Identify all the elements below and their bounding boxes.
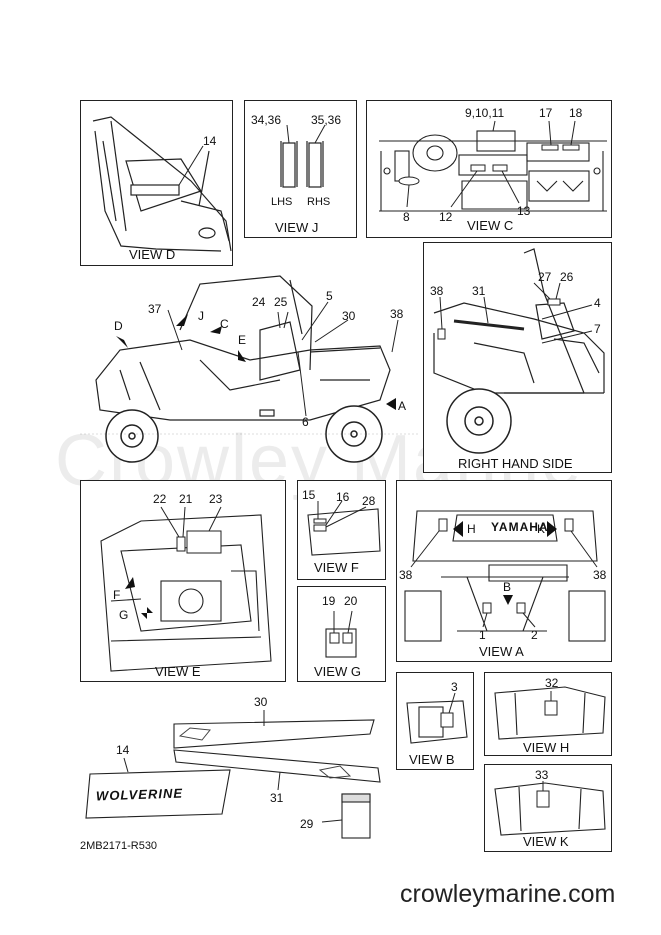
view-j-title: VIEW J — [275, 220, 319, 235]
view-letter-d: D — [114, 319, 123, 333]
view-h-panel: 32 VIEW H — [484, 672, 612, 756]
view-c-illustration — [379, 120, 607, 212]
callout-14: 14 — [203, 134, 217, 148]
vehicle-illustration — [80, 275, 420, 463]
view-b-illustration — [406, 692, 468, 744]
callout-22: 22 — [153, 492, 167, 506]
callout-15: 15 — [302, 488, 316, 502]
view-f-illustration — [307, 500, 381, 556]
callout-23: 23 — [209, 492, 223, 506]
callout-13: 13 — [517, 204, 531, 218]
right-hand-side-panel: 38 31 27 26 4 7 RIGHT HAND SIDE — [423, 242, 612, 473]
callout-16: 16 — [336, 490, 350, 504]
callout-35-36: 35,36 — [311, 113, 342, 127]
diagram-code: 2MB2171-R530 — [80, 840, 158, 852]
view-h-title: VIEW H — [523, 740, 570, 755]
callout-28: 28 — [362, 494, 376, 508]
callout-6: 6 — [302, 415, 309, 429]
view-b-title: VIEW B — [409, 752, 455, 767]
main-vehicle-view: 37 24 25 5 30 38 6 D J C E A — [80, 270, 420, 470]
view-g-panel: 19 20 VIEW G — [297, 586, 386, 682]
callout-37: 37 — [148, 302, 162, 316]
right-hand-side-title: RIGHT HAND SIDE — [458, 456, 573, 471]
view-b-panel: 3 VIEW B — [396, 672, 474, 770]
view-e-illustration — [100, 506, 272, 672]
view-letter-b: B — [503, 580, 512, 594]
view-d-panel: 14 VIEW D — [80, 100, 233, 266]
right-hand-side-illustration — [433, 248, 605, 454]
site-footer[interactable]: crowleymarine.com — [400, 880, 616, 908]
callout-29: 29 — [300, 817, 314, 831]
view-h-illustration — [494, 686, 606, 740]
view-a-illustration — [404, 510, 606, 642]
view-letter-h: H — [467, 522, 476, 536]
callout-38-left: 38 — [399, 568, 413, 582]
callout-31: 31 — [472, 284, 486, 298]
callout-18: 18 — [569, 106, 583, 120]
callout-4: 4 — [594, 296, 601, 310]
view-letter-c: C — [220, 317, 229, 331]
callout-26: 26 — [560, 270, 574, 284]
view-f-title: VIEW F — [314, 560, 359, 575]
view-a-title: VIEW A — [479, 644, 524, 659]
view-g-title: VIEW G — [314, 664, 361, 679]
view-j-illustration — [280, 124, 326, 188]
view-k-illustration — [494, 781, 606, 836]
callout-5: 5 — [326, 289, 333, 303]
callout-34-36: 34,36 — [251, 113, 282, 127]
decals-area: 30 14 31 29 WOLVERINE — [80, 690, 390, 840]
view-f-panel: 15 16 28 VIEW F — [297, 480, 386, 580]
callout-20: 20 — [344, 594, 358, 608]
view-e-title: VIEW E — [155, 664, 201, 679]
callout-38: 38 — [390, 307, 404, 321]
callout-9-10-11: 9,10,11 — [465, 106, 505, 120]
callout-38: 38 — [430, 284, 444, 298]
callout-25: 25 — [274, 295, 288, 309]
callout-21: 21 — [179, 492, 193, 506]
lhs-label: LHS — [271, 196, 293, 208]
view-letter-k: K — [537, 522, 546, 536]
view-a-panel: YAMAHA 38 38 1 2 H K B VIEW A — [396, 480, 612, 662]
wolverine-logo-decal: WOLVERINE — [95, 785, 184, 804]
view-k-title: VIEW K — [523, 834, 569, 849]
view-g-illustration — [325, 610, 357, 658]
view-letter-j: J — [198, 309, 204, 323]
brand-badge: YAMAHA — [491, 520, 549, 534]
view-d-title: VIEW D — [129, 247, 176, 262]
callout-24: 24 — [252, 295, 266, 309]
view-e-panel: 22 21 23 F G VIEW E — [80, 480, 286, 682]
view-letter-g: G — [119, 608, 129, 622]
callout-31: 31 — [270, 791, 284, 805]
callout-12: 12 — [439, 210, 453, 224]
view-letter-e: E — [238, 333, 247, 347]
callout-38-right: 38 — [593, 568, 607, 582]
view-j-panel: 34,36 35,36 LHS RHS VIEW J — [244, 100, 357, 238]
callout-17: 17 — [539, 106, 553, 120]
callout-3: 3 — [451, 680, 458, 694]
callout-1: 1 — [479, 628, 486, 642]
callout-7: 7 — [594, 322, 601, 336]
view-d-illustration — [92, 116, 232, 252]
callout-2: 2 — [531, 628, 538, 642]
decals-illustration — [85, 710, 381, 839]
view-c-title: VIEW C — [467, 218, 514, 233]
callout-33: 33 — [535, 768, 549, 782]
view-c-panel: 9,10,11 17 18 8 12 13 VIEW C — [366, 100, 612, 238]
rhs-label: RHS — [307, 196, 331, 208]
view-k-panel: 33 VIEW K — [484, 764, 612, 852]
callout-8: 8 — [403, 210, 410, 224]
view-letter-f: F — [113, 588, 121, 602]
callout-14: 14 — [116, 743, 130, 757]
callout-19: 19 — [322, 594, 336, 608]
callout-30: 30 — [342, 309, 356, 323]
view-letter-a: A — [398, 399, 407, 413]
callout-32: 32 — [545, 676, 559, 690]
callout-27: 27 — [538, 270, 552, 284]
callout-30: 30 — [254, 695, 268, 709]
